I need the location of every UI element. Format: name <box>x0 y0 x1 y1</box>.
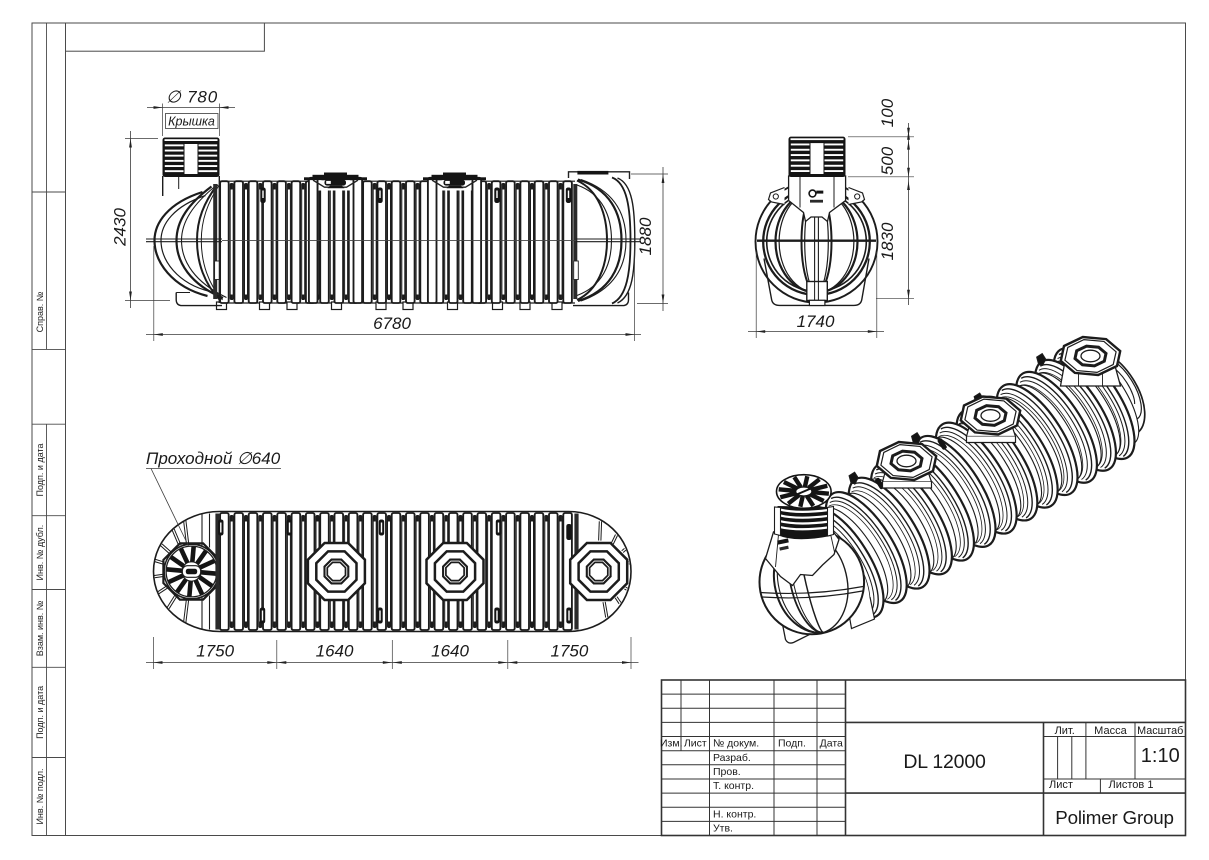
svg-text:Разраб.: Разраб. <box>713 752 751 764</box>
svg-text:Лист: Лист <box>1049 779 1073 791</box>
svg-text:100: 100 <box>878 98 897 127</box>
svg-text:1640: 1640 <box>431 642 469 661</box>
svg-text:Инв. № дубл.: Инв. № дубл. <box>35 525 45 581</box>
svg-text:Н. контр.: Н. контр. <box>713 808 756 820</box>
svg-text:Подп. и дата: Подп. и дата <box>35 686 45 739</box>
svg-text:Крышка: Крышка <box>168 115 215 129</box>
svg-text:Справ. №: Справ. № <box>35 291 45 332</box>
svg-text:1880: 1880 <box>636 217 655 255</box>
svg-text:Листов 1: Листов 1 <box>1109 779 1154 791</box>
svg-text:Дата: Дата <box>820 738 843 750</box>
svg-text:1640: 1640 <box>316 642 354 661</box>
svg-text:1:10: 1:10 <box>1141 745 1180 767</box>
svg-text:DL 12000: DL 12000 <box>903 751 986 773</box>
svg-text:500: 500 <box>878 146 897 175</box>
svg-text:∅ 780: ∅ 780 <box>166 88 218 107</box>
svg-text:Масштаб: Масштаб <box>1137 725 1183 737</box>
svg-text:Инв. № подл.: Инв. № подл. <box>35 768 45 824</box>
svg-text:6780: 6780 <box>373 314 411 333</box>
svg-text:Проходной ∅640: Проходной ∅640 <box>146 449 281 468</box>
svg-text:Подп. и дата: Подп. и дата <box>35 443 45 496</box>
svg-text:2430: 2430 <box>111 208 130 247</box>
svg-text:Утв.: Утв. <box>713 823 733 835</box>
svg-text:Polimer Group: Polimer Group <box>1055 807 1173 828</box>
svg-text:Масса: Масса <box>1094 725 1127 737</box>
svg-text:Пров.: Пров. <box>713 766 741 778</box>
svg-text:1750: 1750 <box>550 642 588 661</box>
svg-text:1750: 1750 <box>196 642 234 661</box>
svg-text:Подп.: Подп. <box>778 738 806 750</box>
svg-text:Изм.: Изм. <box>660 738 683 750</box>
svg-text:1830: 1830 <box>878 222 897 260</box>
svg-text:Т. контр.: Т. контр. <box>713 780 754 792</box>
svg-text:Лит.: Лит. <box>1055 725 1075 737</box>
svg-text:Лист: Лист <box>684 738 707 750</box>
svg-text:№ докум.: № докум. <box>713 738 759 750</box>
svg-text:Взам. инв. №: Взам. инв. № <box>35 600 45 656</box>
svg-text:1740: 1740 <box>797 312 835 331</box>
